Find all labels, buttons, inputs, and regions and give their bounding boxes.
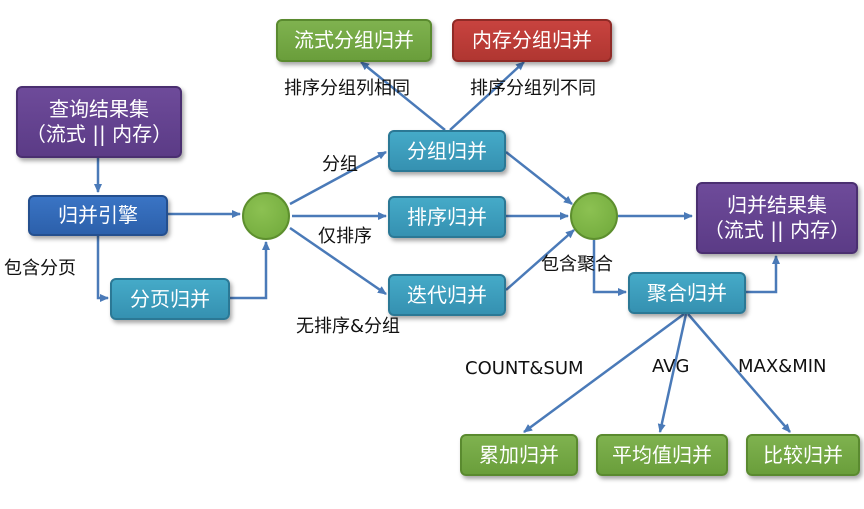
merge-engine-box: 归并引擎: [28, 195, 168, 236]
stream-group-merge-box: 流式分组归并: [276, 19, 432, 62]
arrow-aggregate-to-compare: [687, 313, 791, 433]
arrow-aggregate-to-accumulate: [523, 312, 685, 434]
compare-merge-box: 比较归并: [746, 434, 860, 476]
avg-edge-label: AVG: [652, 356, 690, 377]
arrow-circle2-to-aggregate: [592, 240, 627, 296]
memory-group-merge-label: 内存分组归并: [472, 28, 592, 52]
merge-engine-label: 归并引擎: [58, 203, 138, 227]
arrow-circle-to-group: [289, 150, 387, 206]
memory-group-merge-box: 内存分组归并: [452, 19, 612, 62]
query-result-set-box: 查询结果集 （流式 || 内存）: [16, 86, 182, 158]
arrow-paging-to-circle: [230, 241, 270, 300]
average-merge-label: 平均值归并: [612, 442, 712, 467]
iterate-merge-label: 迭代归并: [407, 282, 487, 307]
group-edge-label: 分组: [322, 154, 358, 175]
sort-only-edge-label: 仅排序: [318, 226, 372, 247]
aggregate-merge-box: 聚合归并: [628, 272, 746, 314]
sort-merge-box: 排序归并: [388, 196, 506, 238]
count-sum-edge-label: COUNT&SUM: [465, 358, 584, 379]
arrow-group-to-stream: [360, 61, 446, 131]
arrow-circle-to-iterate: [289, 226, 387, 296]
max-min-edge-label: MAX&MIN: [738, 356, 827, 377]
accumulate-merge-box: 累加归并: [460, 434, 578, 476]
arrow-group-to-circle2: [505, 151, 573, 205]
arrow-group-to-memory: [449, 61, 525, 131]
paging-merge-box: 分页归并: [110, 278, 230, 320]
arrow-aggregate-to-result: [746, 255, 780, 294]
iterate-merge-box: 迭代归并: [388, 274, 506, 316]
arrow-iterate-to-circle2: [505, 229, 575, 291]
paging-merge-label: 分页归并: [130, 286, 210, 311]
merge-result-set-label: 归并结果集 （流式 || 内存）: [703, 193, 851, 242]
compare-merge-label: 比较归并: [763, 442, 843, 467]
merge-result-set-box: 归并结果集 （流式 || 内存）: [696, 182, 858, 254]
arrow-aggregate-to-average: [657, 313, 688, 433]
contains-paging-edge-label: 包含分页: [4, 258, 76, 279]
junction-node-right: [570, 192, 618, 240]
stream-group-merge-label: 流式分组归并: [294, 28, 414, 52]
sort-group-same-label: 排序分组列相同: [284, 78, 410, 99]
sort-group-diff-label: 排序分组列不同: [470, 78, 596, 99]
accumulate-merge-label: 累加归并: [479, 442, 559, 467]
no-sort-group-edge-label: 无排序&分组: [296, 316, 401, 337]
aggregate-merge-label: 聚合归并: [647, 280, 727, 305]
average-merge-box: 平均值归并: [596, 434, 728, 476]
arrow-engine-to-paging: [96, 236, 109, 302]
group-merge-label: 分组归并: [407, 138, 487, 163]
query-result-set-label: 查询结果集 （流式 || 内存）: [25, 97, 173, 146]
group-merge-box: 分组归并: [388, 130, 506, 172]
junction-node-left: [242, 192, 290, 240]
contains-aggregate-edge-label: 包含聚合: [541, 254, 613, 275]
sort-merge-label: 排序归并: [407, 204, 487, 229]
